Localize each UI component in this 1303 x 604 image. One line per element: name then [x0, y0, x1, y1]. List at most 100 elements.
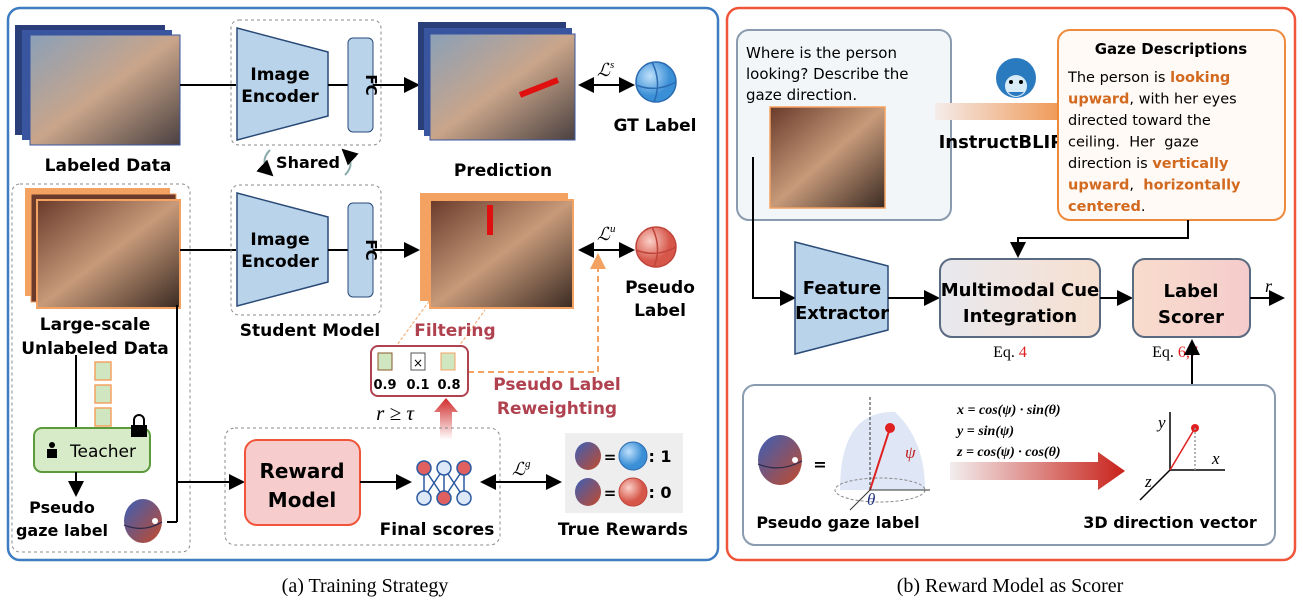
pseudo-gaze-sphere-icon [757, 435, 803, 485]
reward-model-label: Model [268, 488, 336, 512]
equation-z: z = cos(ψ) · cos(θ) [956, 445, 1061, 460]
image-encoder-top [236, 27, 329, 141]
svg-text:: 0: : 0 [648, 483, 671, 502]
teacher-label: Teacher [69, 442, 136, 462]
gaze-description-line: upward, with her eyes [1068, 92, 1237, 108]
gaze-arrow-icon [518, 77, 560, 98]
description-segment: The person is [1067, 70, 1170, 86]
neural-network-icon [416, 460, 472, 506]
highlighted-phrase: upward [1068, 92, 1129, 108]
image-encoder-bottom [236, 192, 329, 307]
panel-a-border [6, 6, 720, 562]
score-value: 0.9 [373, 378, 396, 393]
threshold-label: r ≥ τ [376, 401, 415, 425]
highlighted-phrase: vertically [1152, 156, 1229, 172]
description-segment: direction is [1068, 156, 1152, 172]
gaze-descriptions-title: Gaze Descriptions [1095, 40, 1248, 58]
feature-extractor-label: Extractor [795, 303, 889, 324]
pseudo-label-sphere-icon [635, 226, 677, 268]
student-model-label: Student Model [240, 321, 380, 341]
prediction-images [418, 22, 576, 141]
description-segment: , [1129, 178, 1143, 194]
highlighted-phrase: upward [1068, 178, 1129, 194]
loss-s: ℒs [597, 59, 614, 80]
description-segment: ceiling. Her gaze [1068, 135, 1199, 151]
label-scorer-label: Label [1164, 281, 1219, 302]
description-segment: , with her eyes [1129, 92, 1236, 108]
panel-b-border [725, 6, 1297, 562]
rejected-sample [410, 352, 426, 371]
highlighted-phrase: centered [1068, 199, 1141, 215]
unlabeled-label: Large-scale [40, 315, 150, 335]
reject-icon: × [413, 356, 423, 370]
final-scores-label: Final scores [380, 520, 495, 540]
reweighting-label: Pseudo Label [493, 375, 621, 395]
up-arrow [434, 398, 458, 440]
gaze-description-line: The person is looking [1067, 70, 1230, 86]
reweighting-label: Reweighting [497, 399, 617, 419]
loss-g: ℒg [512, 458, 531, 479]
3d-axes-icon [1139, 412, 1225, 501]
shared-arrow-icon [341, 148, 359, 176]
pseudo-gaze-label: gaze label [16, 521, 108, 540]
student-model-group [230, 184, 382, 316]
hemisphere-angle-icon: ψ θ [834, 395, 930, 511]
reward-pair-positive: = : 1 [575, 441, 672, 471]
gaze-description-line: direction is vertically [1068, 156, 1229, 172]
labeled-data-images [15, 25, 181, 146]
instructblip-mascot-icon [996, 58, 1036, 98]
kept-sample [377, 352, 393, 371]
unlabeled-label: Unlabeled Data [21, 339, 169, 359]
score-value: 0.1 [406, 378, 429, 393]
eq-mci: Eq. 4 [993, 344, 1027, 361]
mci-label: Multimodal Cue [941, 280, 1100, 301]
gaze-descriptions-box [1057, 29, 1286, 221]
instructblip-label: InstructBLIP [939, 132, 1064, 153]
axis-z-label: z [1144, 472, 1152, 491]
encoder-label: Image [250, 65, 309, 85]
queue-squares [94, 361, 112, 427]
svg-text:=: = [604, 448, 617, 466]
encoder-label: Encoder [241, 252, 319, 272]
feature-extractor [794, 241, 889, 355]
labeled-data-label: Labeled Data [45, 156, 172, 176]
equation-x: x = cos(ψ) · sin(θ) [956, 403, 1061, 418]
loss-u: ℒu [597, 223, 616, 244]
unlabeled-data-images [25, 188, 181, 309]
pseudo-gaze-sphere-icon [123, 499, 163, 543]
pseudo-gaze-label-text: Pseudo gaze label [756, 513, 919, 532]
highlighted-phrase: horizontally [1143, 178, 1241, 194]
shared-arrow-icon [256, 149, 274, 177]
equals-sign: = [813, 455, 826, 474]
query-image [769, 106, 886, 209]
question-text: gaze direction. [746, 86, 857, 104]
filtering-label: Filtering [414, 321, 495, 341]
true-rewards-label: True Rewards [558, 520, 688, 540]
equation-y: y = sin(ψ) [955, 424, 1014, 439]
reweighting-arrow [468, 253, 606, 373]
mci-label: Integration [963, 306, 1077, 327]
reward-pair-negative: = : 0 [575, 477, 672, 507]
axis-y-label: y [1156, 413, 1166, 432]
shared-label: Shared [276, 153, 340, 172]
unlabeled-group [11, 183, 191, 553]
prediction-label: Prediction [454, 161, 552, 181]
teacher-person-icon [47, 442, 57, 458]
svg-text:: 1: : 1 [648, 447, 671, 466]
feature-extractor-label: Feature [803, 278, 881, 299]
fc-label: FC [362, 74, 380, 95]
pseudo-label-text: Pseudo [625, 278, 695, 298]
gaze-description-line: upward, horizontally [1068, 178, 1241, 194]
axis-x-label: x [1211, 449, 1220, 468]
teacher-model [33, 427, 151, 473]
pseudo-gaze-label: Pseudo [29, 498, 95, 517]
highlighted-phrase: looking [1170, 70, 1230, 86]
question-text: looking? Describe the [746, 65, 908, 83]
score-value: 0.8 [437, 378, 460, 393]
caption-a: (a) Training Strategy [282, 575, 449, 597]
fc-label: FC [362, 239, 380, 260]
gt-label-text: GT Label [614, 116, 697, 136]
output-r: r [1265, 276, 1273, 296]
